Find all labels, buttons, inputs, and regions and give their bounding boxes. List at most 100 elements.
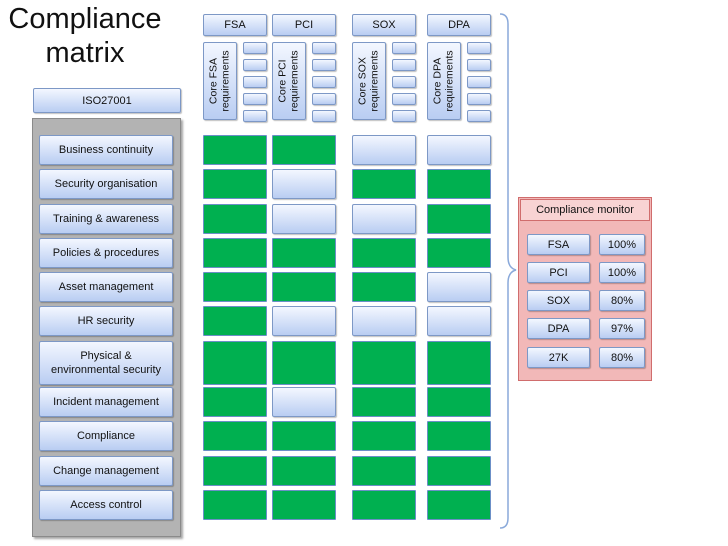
matrix-cell-compliant: [272, 421, 336, 451]
core-requirements-line: requirements: [289, 50, 301, 112]
core-requirements-line: Core SOX: [357, 57, 369, 105]
requirement-box: [312, 59, 336, 71]
matrix-cell-pending: [427, 135, 491, 165]
requirement-box: [467, 93, 491, 105]
matrix-cell-compliant: [203, 421, 267, 451]
requirement-box: [243, 110, 267, 122]
monitor-value-dpa: 97%: [599, 318, 645, 339]
compliance-monitor-title: Compliance monitor: [520, 199, 650, 221]
core-requirements-line: requirements: [220, 50, 232, 112]
requirement-box: [467, 42, 491, 54]
monitor-name-pci: PCI: [527, 262, 590, 283]
matrix-cell-compliant: [352, 169, 416, 199]
core-requirements-line: requirements: [369, 50, 381, 112]
matrix-cell-compliant: [352, 238, 416, 268]
matrix-cell-compliant: [272, 238, 336, 268]
row-label-line: Physical &: [80, 350, 132, 362]
matrix-cell-compliant: [427, 341, 491, 385]
column-header-dpa: DPA: [427, 14, 491, 36]
monitor-name-sox: SOX: [527, 290, 590, 311]
core-requirements-line: Core FSA: [208, 57, 220, 105]
row-label: Business continuity: [39, 135, 173, 165]
matrix-cell-pending: [352, 306, 416, 336]
row-label: Policies & procedures: [39, 238, 173, 268]
requirement-box: [392, 59, 416, 71]
matrix-cell-compliant: [352, 456, 416, 486]
matrix-cell-compliant: [427, 169, 491, 199]
row-label: Compliance: [39, 421, 173, 451]
monitor-name-dpa: DPA: [527, 318, 590, 339]
matrix-cell-pending: [427, 306, 491, 336]
iso27001-box: ISO27001: [33, 88, 181, 113]
core-requirements-line: Core DPA: [432, 57, 444, 105]
matrix-cell-pending: [427, 272, 491, 302]
matrix-cell-compliant: [352, 272, 416, 302]
matrix-cell-compliant: [427, 238, 491, 268]
requirement-box: [312, 42, 336, 54]
matrix-cell-compliant: [272, 490, 336, 520]
row-label: Incident management: [39, 387, 173, 417]
monitor-name-27k: 27K: [527, 347, 590, 368]
requirement-box: [243, 76, 267, 88]
matrix-cell-compliant: [272, 272, 336, 302]
matrix-cell-pending: [272, 169, 336, 199]
requirement-box: [467, 110, 491, 122]
requirement-box: [392, 42, 416, 54]
matrix-cell-compliant: [427, 204, 491, 234]
page-title: Compliance matrix: [8, 3, 162, 69]
matrix-cell-compliant: [352, 421, 416, 451]
row-label: Security organisation: [39, 169, 173, 199]
requirement-box: [392, 76, 416, 88]
matrix-cell-compliant: [203, 169, 267, 199]
matrix-cell-compliant: [203, 272, 267, 302]
requirement-box: [312, 93, 336, 105]
row-label-line: environmental security: [50, 364, 162, 376]
requirement-box: [467, 76, 491, 88]
matrix-cell-pending: [352, 204, 416, 234]
column-header-pci: PCI: [272, 14, 336, 36]
requirement-box: [467, 59, 491, 71]
core-requirements-line: requirements: [444, 50, 456, 112]
monitor-value-27k: 80%: [599, 347, 645, 368]
monitor-value-fsa: 100%: [599, 234, 645, 255]
monitor-name-fsa: FSA: [527, 234, 590, 255]
requirement-box: [243, 93, 267, 105]
matrix-cell-compliant: [352, 341, 416, 385]
core-requirements-line: Core PCI: [277, 59, 289, 103]
row-label: Change management: [39, 456, 173, 486]
requirement-box: [243, 42, 267, 54]
requirement-box: [312, 76, 336, 88]
matrix-cell-compliant: [352, 490, 416, 520]
column-header-sox: SOX: [352, 14, 416, 36]
matrix-cell-pending: [352, 135, 416, 165]
matrix-cell-compliant: [203, 456, 267, 486]
matrix-cell-pending: [272, 306, 336, 336]
monitor-value-pci: 100%: [599, 262, 645, 283]
row-label: Physical & environmental security: [39, 341, 173, 385]
matrix-cell-compliant: [203, 341, 267, 385]
matrix-cell-compliant: [427, 490, 491, 520]
matrix-cell-compliant: [203, 490, 267, 520]
requirement-box: [243, 59, 267, 71]
matrix-cell-compliant: [203, 387, 267, 417]
matrix-cell-compliant: [427, 421, 491, 451]
column-header-fsa: FSA: [203, 14, 267, 36]
matrix-cell-compliant: [352, 387, 416, 417]
matrix-cell-pending: [272, 387, 336, 417]
row-label: Training & awareness: [39, 204, 173, 234]
matrix-cell-compliant: [272, 135, 336, 165]
requirement-box: [392, 110, 416, 122]
row-label: Asset management: [39, 272, 173, 302]
matrix-cell-compliant: [272, 341, 336, 385]
row-label: Access control: [39, 490, 173, 520]
matrix-cell-compliant: [427, 387, 491, 417]
requirement-box: [312, 110, 336, 122]
matrix-cell-pending: [272, 204, 336, 234]
requirement-box: [392, 93, 416, 105]
